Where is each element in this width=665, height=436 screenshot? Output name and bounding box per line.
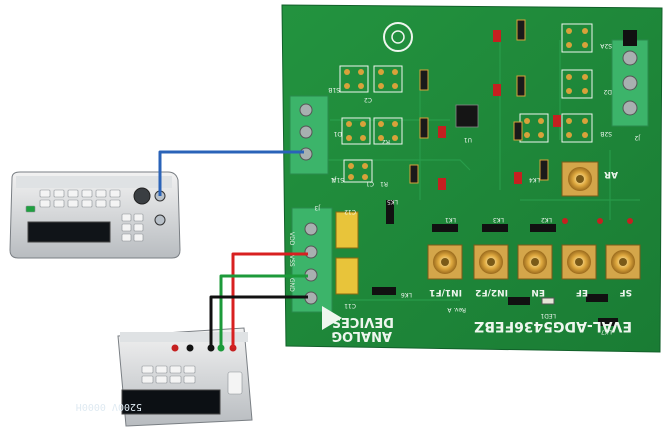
sma-connector-en[interactable]: [517, 244, 553, 280]
link-label-lk5: LK5: [387, 198, 398, 205]
wires: [158, 150, 308, 348]
sma-connector-in2[interactable]: [473, 244, 509, 280]
capacitor-c12: [335, 211, 359, 249]
terminal-block-power[interactable]: [291, 207, 333, 313]
generator-display: [27, 221, 111, 243]
label-u1: U1: [464, 136, 472, 143]
ic-u1: [455, 104, 479, 128]
generator-knob-icon[interactable]: [133, 187, 151, 205]
link-label-lk3: LK3: [493, 216, 504, 223]
label-s2b: S2B: [600, 130, 612, 137]
analog-devices-logo: DEVICES ANALOG: [322, 306, 394, 343]
sma-label-ef: EF: [576, 287, 588, 297]
label-c2: C2: [364, 96, 372, 103]
generator-keypad[interactable]: [25, 189, 144, 242]
label-vdd: VDD: [288, 232, 295, 246]
brand-bottom-text: ANALOG: [331, 328, 392, 343]
label-d1: D1: [333, 130, 342, 137]
label-led1: LED1: [540, 312, 556, 319]
label-vss: VSS: [288, 255, 295, 267]
digital-multimeter: 5200V 0000H: [76, 327, 253, 427]
socket-pads: [339, 23, 593, 183]
link-label-lk1: LK1: [445, 216, 456, 223]
sma-connector-ef[interactable]: [561, 244, 597, 280]
label-r2: R2: [382, 138, 390, 145]
terminal-labels: J1 J2 J3 VDD VSS GND: [288, 134, 641, 292]
link-labels: LK1 LK3 LK2 LK4 LK5 LK6 LK7: [387, 176, 612, 335]
evaluation-board: IN1/F1 IN2/F2 EN EF SF AR LK1 LK3 LK2 LK…: [281, 4, 663, 353]
link-label-lk4: LK4: [529, 176, 540, 183]
label-c12: C12: [344, 208, 356, 215]
board-revision: Rev. A: [447, 306, 466, 313]
label-s2a: S2A: [599, 42, 612, 49]
label-r1: R1: [380, 180, 388, 187]
link-label-lk6: LK6: [401, 291, 412, 298]
header-pins: [409, 19, 561, 190]
terminal-block-right[interactable]: [611, 39, 649, 127]
board-emblem-icon: [383, 22, 413, 52]
terminal-block-analog[interactable]: [289, 95, 329, 175]
component-labels: S1B D1 S1A D2 S2B S2A C12 C11 R1 R2 C1 C…: [328, 42, 612, 319]
board-part-label: EVAL-ADG5436FEBZ: [474, 318, 632, 334]
label-s1b: S1B: [328, 86, 340, 93]
sma-labels: IN1/F1 IN2/F2 EN EF SF AR: [429, 169, 632, 297]
link-label-lk7: LK7: [601, 328, 612, 335]
black-jumper[interactable]: [623, 30, 637, 46]
black-ground-wire: [209, 295, 308, 348]
sma-label-sf: SF: [619, 287, 632, 297]
sma-label-ar: AR: [604, 169, 618, 179]
multimeter-display: [121, 389, 221, 415]
sma-connectors[interactable]: [427, 161, 641, 280]
label-gnd: GND: [288, 278, 295, 292]
red-supply-wire: [231, 252, 308, 348]
label-c1: C1: [366, 180, 374, 187]
label-s1a: S1A: [331, 176, 344, 183]
function-generator: [9, 171, 181, 259]
blue-signal-wire: [158, 150, 304, 196]
label-j1: J1: [330, 176, 337, 183]
label-j3: J3: [314, 204, 321, 211]
capacitor-c11: [335, 257, 359, 295]
sma-connector-in1[interactable]: [427, 244, 463, 280]
multimeter-display-text: 5200V 0000H: [76, 401, 142, 412]
link-label-lk2: LK2: [541, 216, 552, 223]
sma-connector-sf[interactable]: [605, 244, 641, 280]
led-indicator: [541, 297, 555, 305]
multimeter-buttons[interactable]: [141, 365, 243, 395]
green-supply-wire: [219, 274, 308, 348]
sma-label-en: EN: [531, 287, 545, 297]
multimeter-input-jacks[interactable]: [171, 344, 237, 352]
link-jumpers[interactable]: [372, 200, 633, 326]
label-j2: J2: [634, 134, 641, 141]
sma-connector-ar[interactable]: [561, 161, 599, 197]
label-d2: D2: [603, 88, 612, 95]
sma-label-in2: IN2/F2: [475, 287, 508, 297]
sma-label-in1: IN1/F1: [429, 287, 462, 297]
label-c11: C11: [344, 302, 356, 309]
brand-top-text: DEVICES: [332, 314, 394, 329]
